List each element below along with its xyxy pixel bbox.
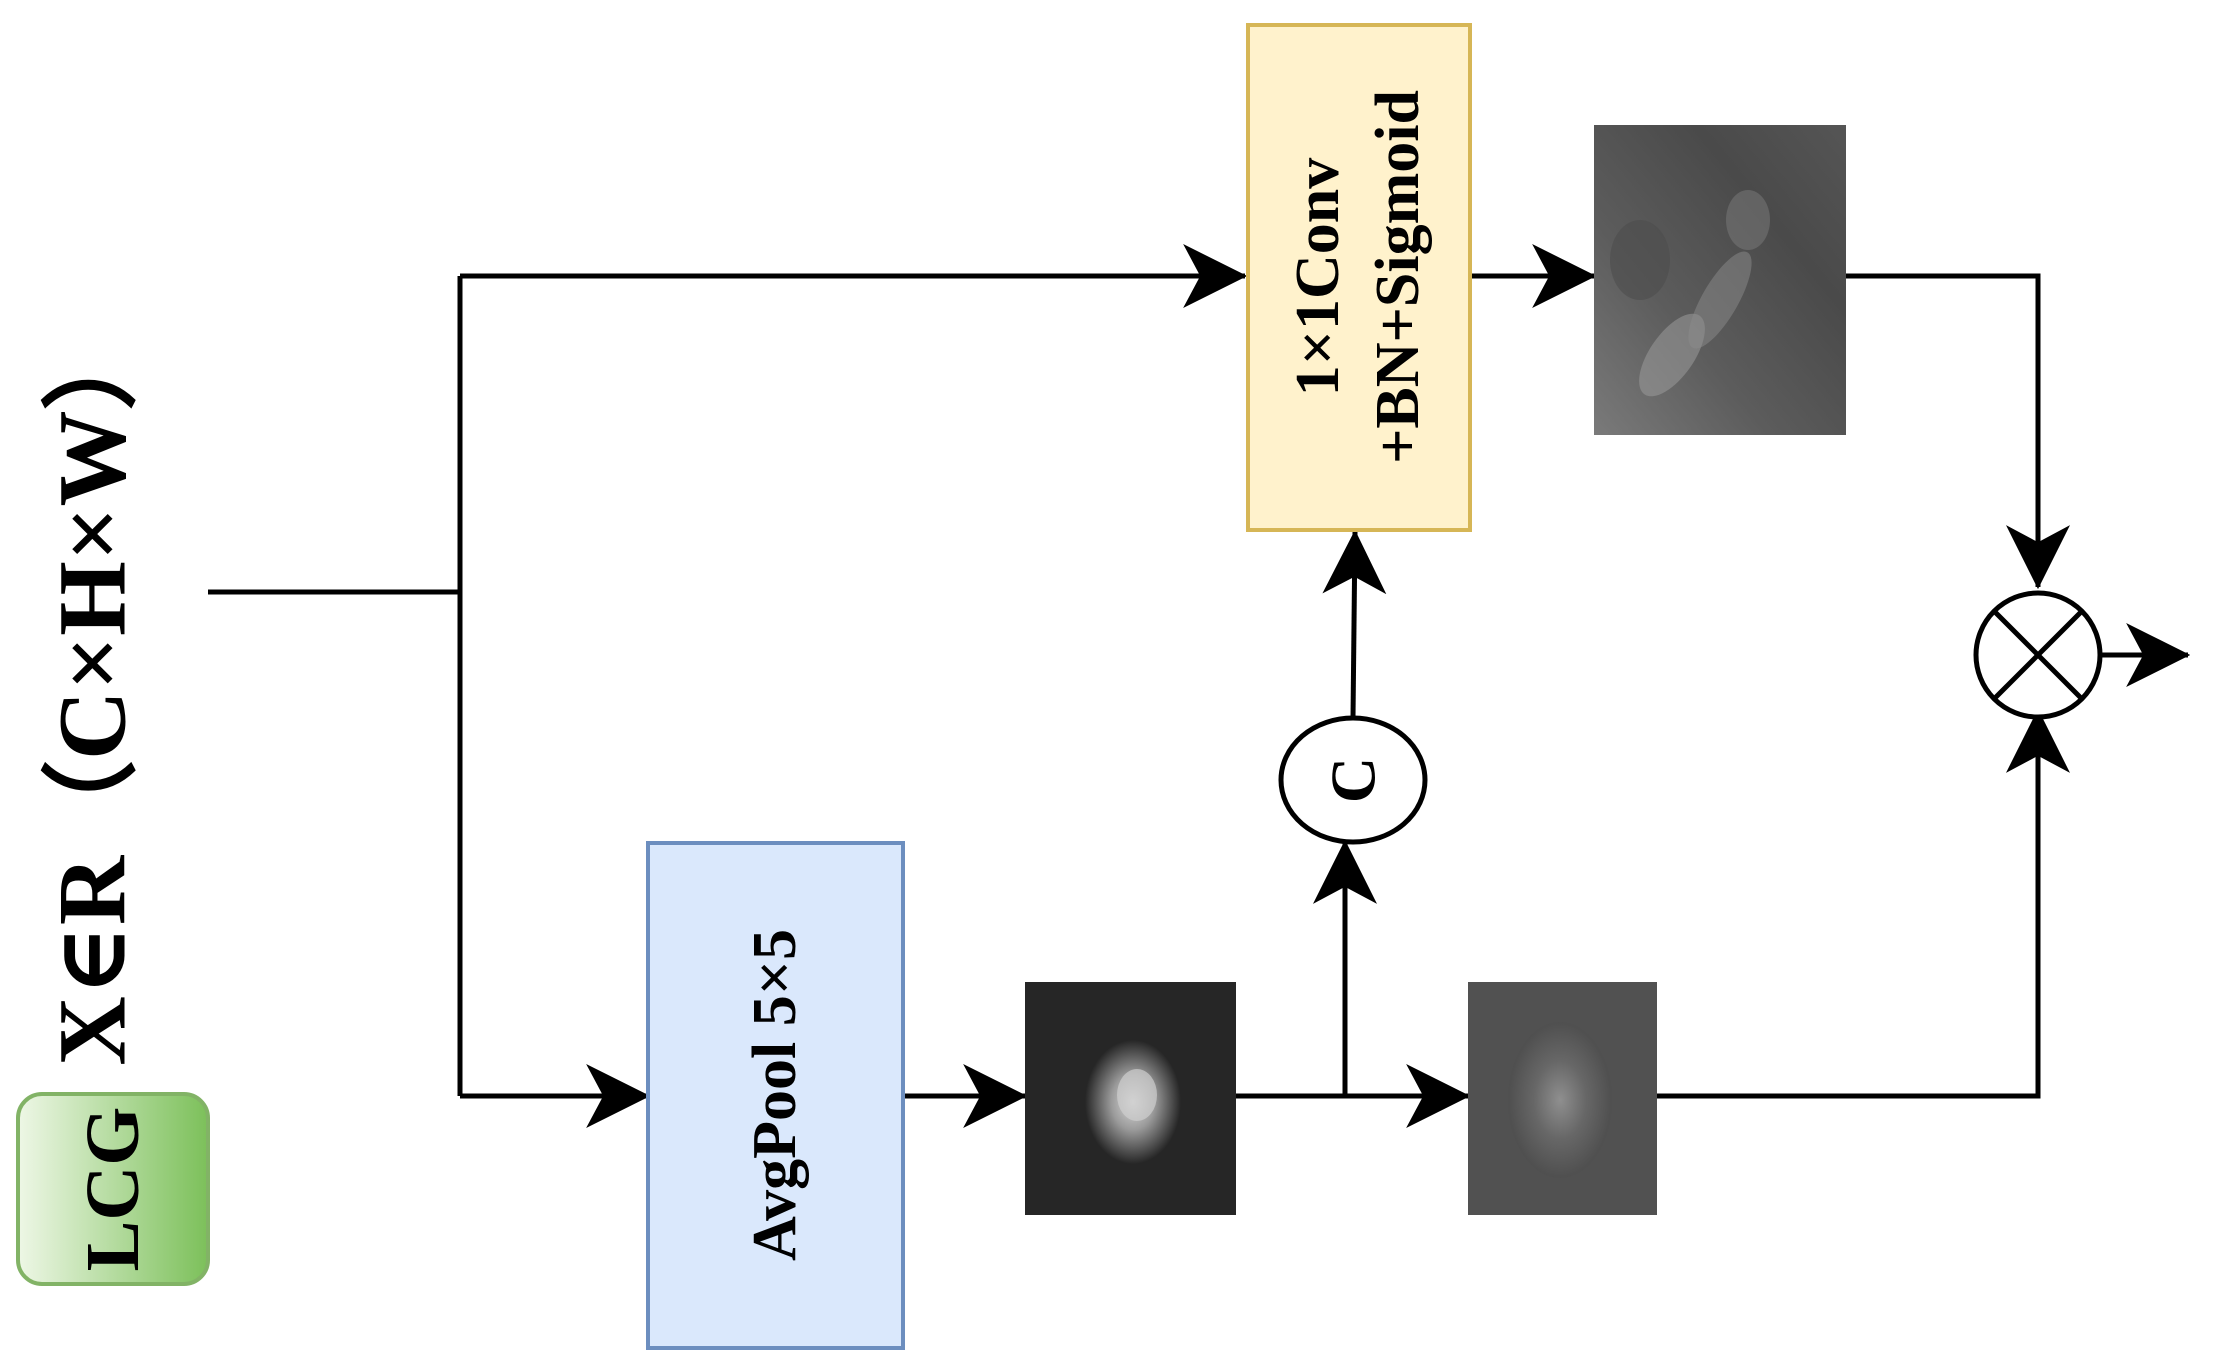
avgpool-label: AvgPool 5×5 bbox=[741, 929, 809, 1261]
lcg-badge: LCG bbox=[16, 1092, 210, 1286]
input-tensor-label: X∈R（C×H×W） bbox=[39, 314, 146, 1065]
connections bbox=[208, 244, 2191, 1128]
concat-label: C bbox=[1318, 757, 1389, 803]
feature-map-pooled bbox=[1025, 982, 1236, 1215]
lcg-label: LCG bbox=[71, 1107, 155, 1272]
concat-circle bbox=[1278, 715, 1428, 845]
multiply-node bbox=[1973, 590, 2103, 720]
avgpool-block: AvgPool 5×5 bbox=[646, 841, 905, 1350]
multiply-cross-2 bbox=[1992, 609, 2084, 701]
lcg-badge-box bbox=[16, 1092, 210, 1286]
feature-map-attention bbox=[1594, 125, 1846, 435]
arrow-concat-to-conv bbox=[1322, 529, 1387, 719]
conv-label-line2: +BN+Sigmoid bbox=[1364, 90, 1432, 464]
arrow-fm3-to-multiply bbox=[1846, 273, 2070, 590]
conv-block: 1×1Conv +BN+Sigmoid bbox=[1246, 23, 1472, 532]
concat-node: C bbox=[1278, 715, 1428, 845]
arrow-fm2-to-multiply bbox=[1657, 708, 2070, 1099]
conv-box bbox=[1246, 23, 1472, 532]
conv-label-line1: 1×1Conv bbox=[1284, 158, 1352, 397]
avgpool-box bbox=[646, 841, 905, 1350]
feature-map-local bbox=[1468, 982, 1657, 1215]
